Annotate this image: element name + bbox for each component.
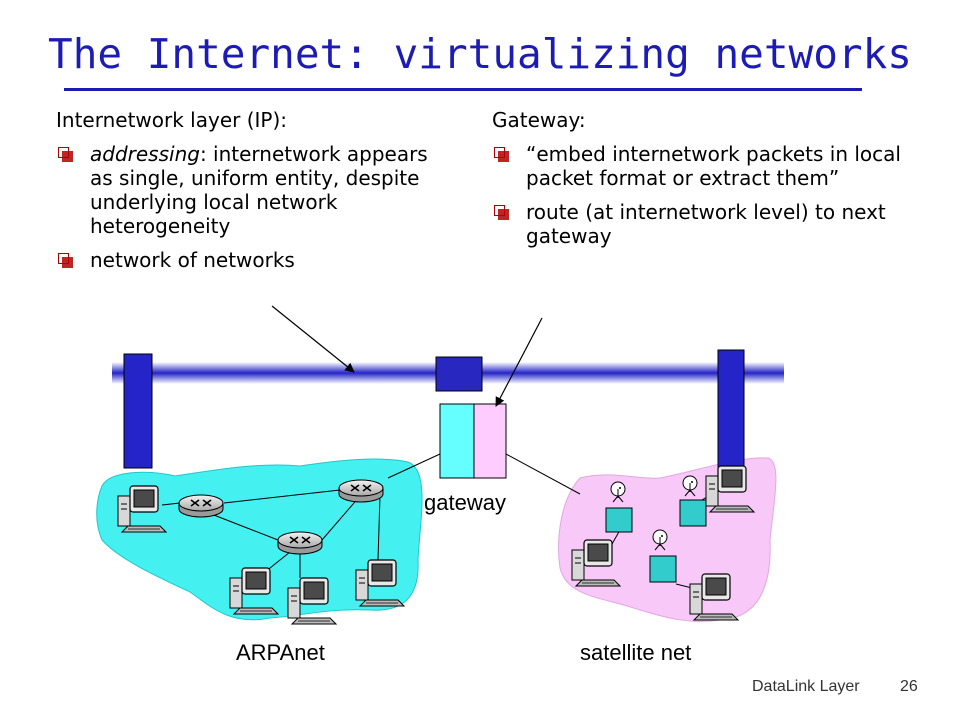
gateway-heading: Gateway: (492, 108, 586, 132)
bullet-emphasis: addressing (90, 142, 200, 166)
satellite-net-label: satellite net (580, 640, 691, 665)
arpanet-label: ARPAnet (236, 640, 325, 665)
gateway-right-half (473, 403, 507, 479)
bullet-embed: “embed internetwork packets in local pac… (492, 142, 912, 190)
gateway-label: gateway (424, 490, 506, 515)
bullet-route: route (at internetwork level) to next ga… (492, 200, 912, 248)
slide-title: The Internet: virtualizing networks (48, 30, 912, 78)
bullet-text: network of networks (90, 248, 295, 272)
title-underline (64, 88, 862, 91)
router-icon (277, 531, 323, 555)
internetwork-heading: Internetwork layer (IP): (56, 108, 288, 132)
ground-station-box (679, 499, 707, 527)
bullet-addressing: addressing: internetwork appears as sing… (56, 142, 456, 238)
bullet-square-icon (494, 147, 509, 162)
bullet-network-of-networks: network of networks (56, 248, 456, 272)
left-gateway-tower (123, 353, 153, 469)
gateway-top-block (435, 356, 483, 392)
bullet-square-icon (58, 147, 73, 162)
internetwork-bullets: addressing: internetwork appears as sing… (56, 142, 456, 272)
right-gateway-tower (717, 349, 745, 469)
footer-section-label: DataLink Layer (752, 678, 860, 695)
gateway-bullets: “embed internetwork packets in local pac… (492, 142, 912, 248)
bullet-square-icon (58, 253, 73, 268)
page-number: 26 (900, 678, 918, 695)
ground-station-box (605, 507, 633, 533)
arpanet-cloud (96, 458, 423, 621)
gateway-left-half (439, 403, 475, 479)
bullet-text: “embed internetwork packets in local pac… (526, 142, 901, 190)
router-icon (338, 479, 384, 503)
link-lines (161, 453, 719, 591)
internetwork-layer-column: Internetwork layer (IP): addressing: int… (56, 108, 456, 282)
gateway-column: Gateway: “embed internetwork packets in … (492, 108, 912, 258)
gateway-arrow (495, 317, 543, 407)
bullet-square-icon (494, 205, 509, 220)
bullet-text: : internetwork appears as single, unifor… (90, 142, 428, 238)
bullet-text: route (at internetwork level) to next ga… (526, 200, 886, 248)
ground-station-box (649, 555, 677, 583)
network-of-networks-arrow (271, 305, 355, 373)
router-icon (178, 494, 224, 518)
